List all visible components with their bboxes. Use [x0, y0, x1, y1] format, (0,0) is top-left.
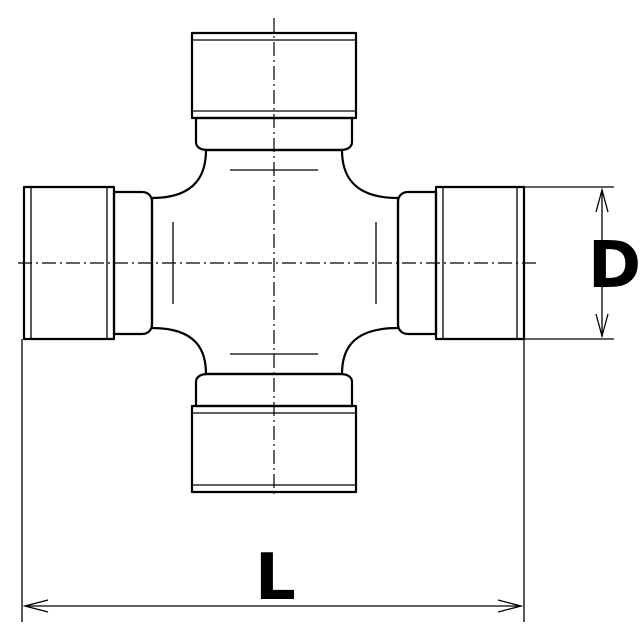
right-bearing-cup	[396, 185, 526, 341]
left-bearing-cup	[22, 185, 154, 341]
diameter-dimension	[524, 186, 614, 340]
cross-body	[150, 148, 400, 376]
length-label: L	[255, 541, 296, 615]
diameter-label: D	[588, 229, 641, 303]
bottom-bearing-cup	[190, 372, 358, 494]
top-bearing-cup	[190, 31, 358, 152]
length-dimension	[21, 339, 525, 622]
